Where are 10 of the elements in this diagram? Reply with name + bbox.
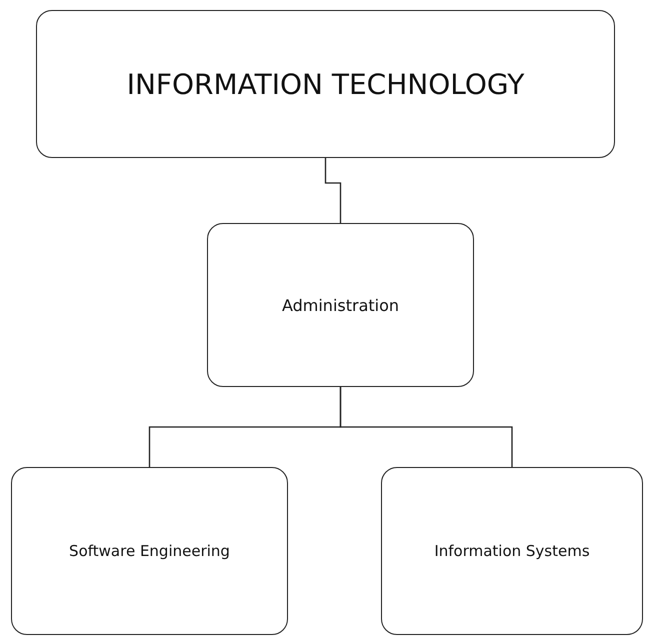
header-box xyxy=(36,10,615,158)
node-label: INFORMATION TECHNOLOGY xyxy=(126,66,526,102)
connector-line xyxy=(324,158,342,223)
node-label: Information Systems xyxy=(433,541,591,562)
department-box xyxy=(11,467,288,635)
node-label: Administration xyxy=(280,294,400,316)
connector-line xyxy=(340,387,513,467)
department-box xyxy=(381,467,643,635)
department-box xyxy=(207,223,474,387)
node-label: Software Engineering xyxy=(68,541,231,562)
